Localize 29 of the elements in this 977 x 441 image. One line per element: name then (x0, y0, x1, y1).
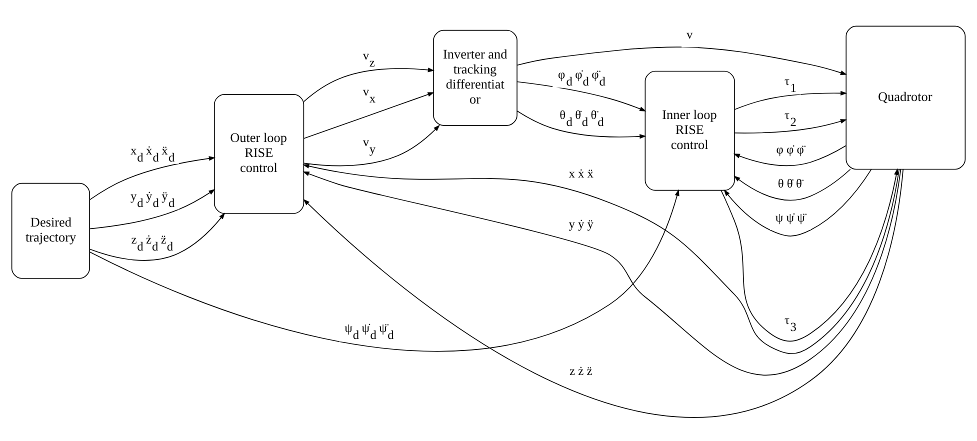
arrow (720, 168, 899, 342)
arrow (89, 156, 216, 200)
arrow (303, 168, 904, 418)
edge-label: φ φ̇ φ̈ (776, 142, 804, 157)
arrow (516, 81, 646, 112)
arrow (724, 169, 872, 236)
edge-label: y ẏ ÿ (568, 216, 594, 231)
arrow (303, 68, 435, 102)
node-box: Inner loop RISE control (644, 70, 735, 191)
arrow (733, 145, 846, 166)
edge-label: x ẋ ẍ (568, 166, 594, 181)
edge-label: ψ ψ̇ ψ̈ (775, 210, 805, 224)
arrow (303, 92, 434, 139)
arrow (516, 110, 646, 139)
node-box: Inverter and tracking differentiat or (433, 30, 518, 126)
arrow (734, 119, 848, 134)
edge-label: θ θ̇ θ̈ (778, 176, 802, 190)
arrow (89, 212, 226, 261)
arrow (734, 168, 851, 201)
edge-label: z ż z̈ (570, 364, 592, 378)
edge-label: v (686, 28, 693, 42)
arrow (89, 189, 680, 352)
node-box: Outer loop RISE control (214, 94, 304, 214)
arrow (734, 90, 848, 110)
node-box: Desired trajectory (11, 182, 90, 279)
arrow (516, 46, 848, 75)
arrow (89, 189, 216, 230)
arrow (303, 124, 440, 166)
node-box: Quadrotor (846, 26, 966, 170)
